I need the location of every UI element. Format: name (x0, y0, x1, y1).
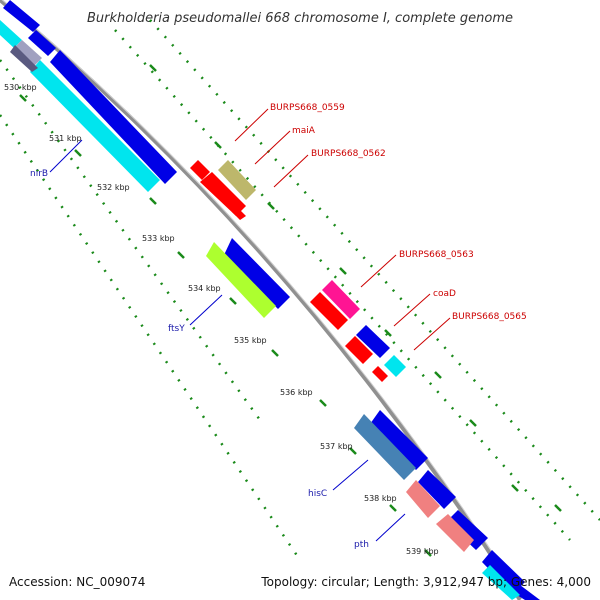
leader-line (332, 459, 369, 491)
gene-arrow[interactable] (232, 208, 246, 220)
tick-mark (214, 141, 222, 149)
gene-arrow[interactable] (354, 414, 416, 480)
gene-arrow[interactable] (436, 514, 474, 552)
gene-arrow[interactable] (446, 510, 488, 550)
leader-line (393, 293, 431, 327)
gene-arrow[interactable] (0, 20, 22, 48)
gene-arrow[interactable] (3, 0, 40, 32)
gene-label-burps-0565[interactable]: BURPS668_0565 (452, 312, 527, 322)
gene-label-pth[interactable]: pth (354, 540, 369, 550)
gene-arrow[interactable] (310, 292, 348, 330)
other-genes (206, 160, 474, 552)
tick-mark (267, 202, 275, 210)
gene-arrow[interactable] (372, 366, 388, 382)
gene-arrow[interactable] (322, 280, 360, 319)
tick-mark (177, 251, 185, 259)
kbp-label: 532 kbp (97, 183, 130, 192)
kbp-label: 533 kbp (142, 234, 175, 243)
tick-mark (74, 149, 82, 157)
tick-mark (229, 297, 237, 305)
leader-line (189, 294, 223, 326)
cyan-genes (0, 20, 520, 600)
gene-arrow[interactable] (356, 325, 390, 358)
gene-arrow[interactable] (482, 550, 525, 594)
leader-line (234, 108, 269, 142)
gene-labels: nirB ftsY hisC pth BURPS668_0559 maiA BU… (30, 103, 527, 550)
red-genes (190, 160, 388, 382)
gene-arrow[interactable] (218, 160, 256, 200)
tick-mark (149, 197, 157, 205)
tick-mark (19, 94, 27, 102)
tick-mark (271, 349, 279, 357)
gene-label-maiA[interactable]: maiA (292, 126, 316, 136)
gene-arrow[interactable] (370, 410, 428, 470)
gene-arrow[interactable] (190, 160, 210, 180)
genome-backbone-highlight (1, 0, 523, 599)
kbp-labels: 530 kbp 531 kbp 532 kbp 533 kbp 534 kbp … (4, 83, 439, 556)
gene-arrow[interactable] (418, 470, 456, 509)
tick-mark (149, 64, 157, 72)
kbp-label: 537 kbp (320, 442, 353, 451)
genome-stats-text: Topology: circular; Length: 3,912,947 bp… (260, 575, 591, 589)
gene-arrow[interactable] (512, 585, 540, 600)
gene-label-ftsY[interactable]: ftsY (168, 324, 185, 334)
gene-arrow[interactable] (224, 238, 290, 309)
map-title: Burkholderia pseudomallei 668 chromosome… (87, 11, 513, 26)
outer-scale-track-1 (114, 29, 571, 541)
accession-text: Accession: NC_009074 (9, 575, 145, 589)
tick-marks (19, 64, 562, 557)
kbp-label: 539 kbp (406, 547, 439, 556)
gene-arrow[interactable] (384, 355, 406, 377)
gene-arrow[interactable] (50, 50, 177, 184)
leader-line (413, 317, 451, 351)
tick-mark (469, 419, 477, 427)
kbp-label: 536 kbp (280, 388, 313, 397)
tick-mark (389, 504, 397, 512)
tick-mark (511, 484, 519, 492)
gene-label-nirB[interactable]: nirB (30, 169, 48, 179)
leader-line (360, 254, 397, 288)
leader-line (49, 139, 83, 173)
gene-arrow[interactable] (28, 30, 56, 56)
tick-mark (384, 329, 392, 337)
kbp-label: 534 kbp (188, 284, 221, 293)
outer-scale-track-3 (0, 114, 302, 561)
gene-label-coaD[interactable]: coaD (433, 289, 456, 299)
tick-mark (349, 447, 357, 455)
gene-arrow[interactable] (406, 480, 440, 518)
kbp-label: 530 kbp (4, 83, 37, 92)
gene-arrow (10, 45, 38, 72)
gene-label-burps-0562[interactable]: BURPS668_0562 (311, 149, 386, 159)
gene-label-hisC[interactable]: hisC (308, 489, 327, 499)
gene-arrow[interactable] (482, 565, 520, 600)
genome-backbone (0, 0, 522, 600)
leader-line (254, 130, 291, 165)
gene-label-burps-0563[interactable]: BURPS668_0563 (399, 250, 474, 260)
leader-line (273, 154, 309, 188)
kbp-label: 535 kbp (234, 336, 267, 345)
scale-tracks (0, 19, 600, 561)
tick-mark (339, 267, 347, 275)
tick-mark (319, 399, 327, 407)
tick-mark (424, 549, 432, 557)
gene-arrow[interactable] (30, 60, 160, 192)
leader-lines-red (234, 108, 451, 351)
leader-lines-blue (49, 139, 406, 542)
gene-arrow (14, 40, 42, 66)
tick-mark (434, 371, 442, 379)
leader-line (375, 513, 406, 542)
gene-arrow[interactable] (206, 242, 276, 318)
kbp-label: 531 kbp (49, 134, 82, 143)
gene-arrow[interactable] (345, 336, 373, 364)
gene-arrow[interactable] (200, 172, 246, 216)
forward-genes (3, 0, 540, 600)
kbp-label: 538 kbp (364, 494, 397, 503)
tick-mark (554, 504, 562, 512)
gene-label-burps-0559[interactable]: BURPS668_0559 (270, 103, 345, 113)
